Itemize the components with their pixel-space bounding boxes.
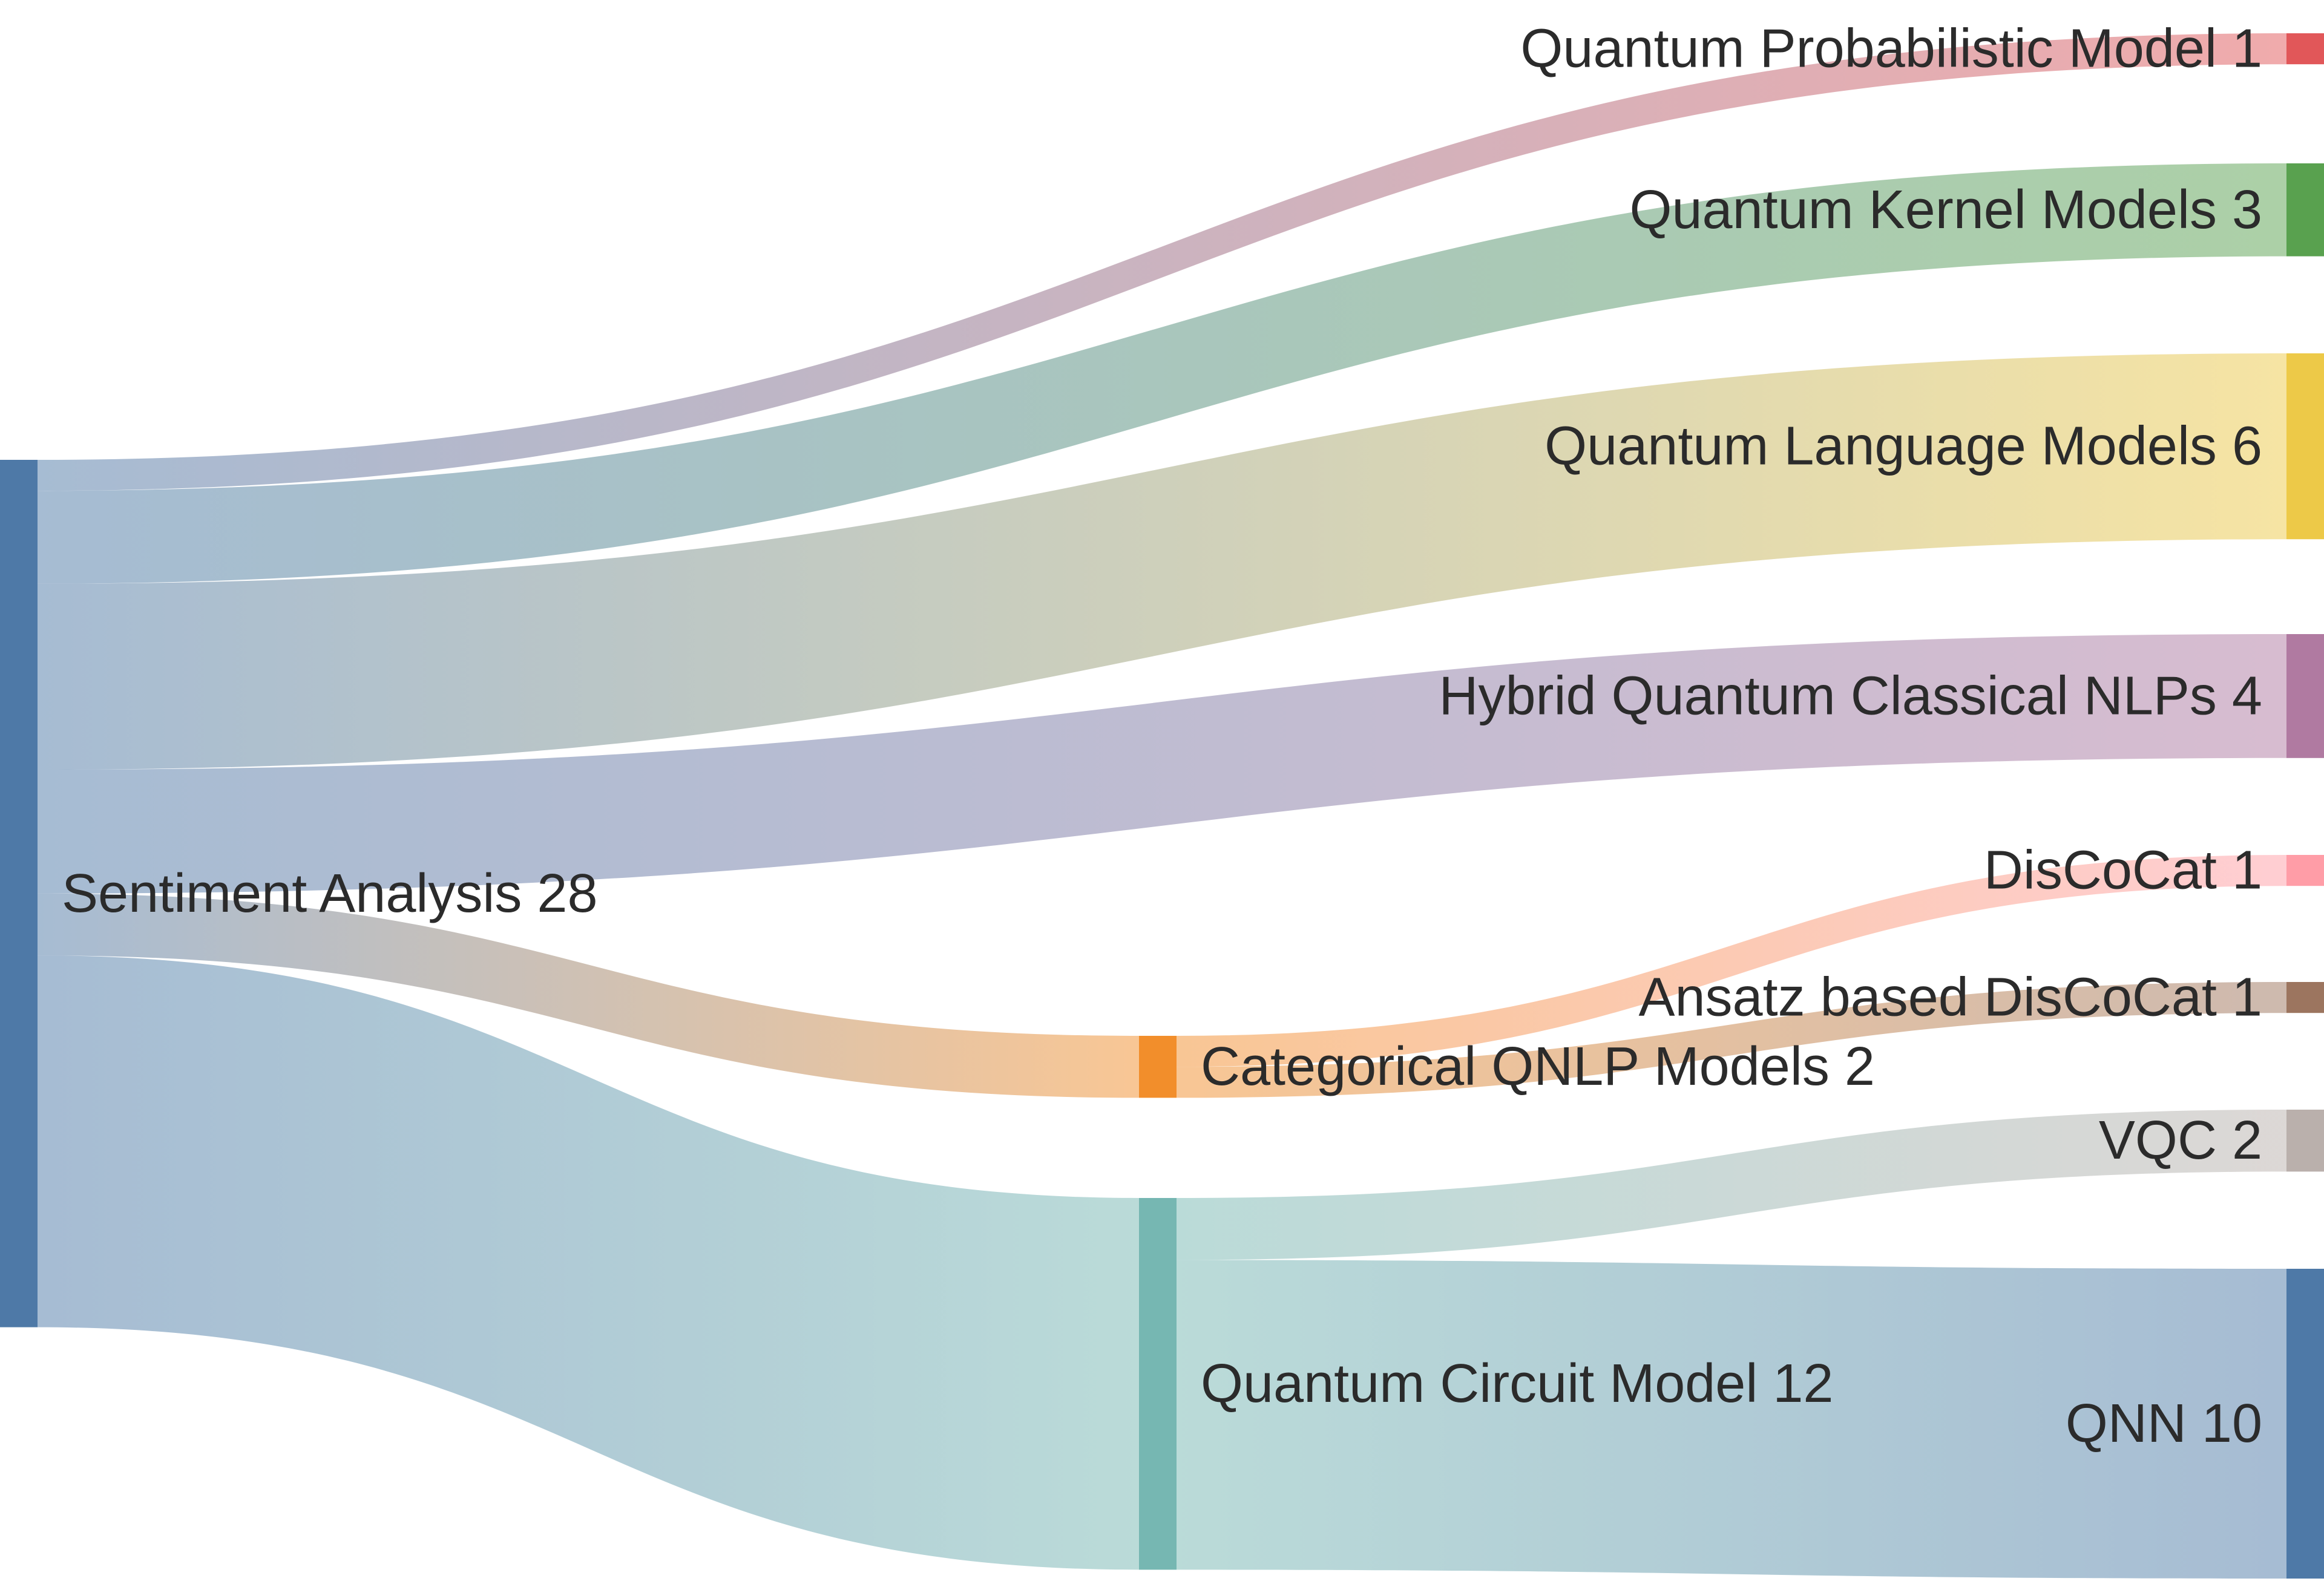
node-label-qlm: Quantum Language Models 6 — [1544, 416, 2262, 477]
link-cqnlp-to-dcc — [1177, 855, 2286, 1067]
node-label-qpm: Quantum Probabilistic Model 1 — [1520, 19, 2262, 79]
node-qlm — [2286, 353, 2324, 540]
link-sa-to-cqnlp — [38, 893, 1139, 1098]
link-qcm-to-vqc — [1177, 1110, 2286, 1260]
node-hqc — [2286, 634, 2324, 758]
link-sa-to-hqc — [38, 634, 2286, 894]
sankey-nodes — [0, 33, 2324, 1579]
node-label-dcc: DisCoCat 1 — [1984, 840, 2262, 901]
node-qkm — [2286, 163, 2324, 257]
node-qpm — [2286, 33, 2324, 65]
link-sa-to-qlm — [38, 353, 2286, 770]
node-label-sa: Sentiment Analysis 28 — [62, 863, 598, 924]
node-vqc — [2286, 1110, 2324, 1172]
link-sa-to-qcm — [38, 955, 1139, 1570]
node-label-vqc: VQC 2 — [2099, 1110, 2262, 1171]
link-qcm-to-qnn — [1177, 1260, 2286, 1579]
link-cqnlp-to-adcc — [1177, 982, 2286, 1098]
node-label-qkm: Quantum Kernel Models 3 — [1629, 180, 2262, 240]
node-label-qcm: Quantum Circuit Model 12 — [1201, 1353, 1833, 1414]
node-label-qnn: QNN 10 — [2066, 1393, 2262, 1454]
link-sa-to-qkm — [38, 163, 2286, 584]
node-qnn — [2286, 1269, 2324, 1579]
sankey-labels: Sentiment Analysis 28 Quantum Probabilist… — [62, 19, 2262, 1454]
node-label-hqc: Hybrid Quantum Classical NLPs 4 — [1439, 666, 2262, 726]
node-adcc — [2286, 982, 2324, 1013]
node-cqnlp — [1139, 1036, 1177, 1098]
node-dcc — [2286, 855, 2324, 886]
link-sa-to-qpm — [38, 33, 2286, 491]
node-sa — [0, 460, 38, 1327]
node-label-adcc: Ansatz based DisCoCat 1 — [1638, 967, 2262, 1028]
sankey-links — [38, 33, 2286, 1579]
node-label-cqnlp: Categorical QNLP Models 2 — [1201, 1036, 1875, 1097]
node-qcm — [1139, 1198, 1177, 1570]
